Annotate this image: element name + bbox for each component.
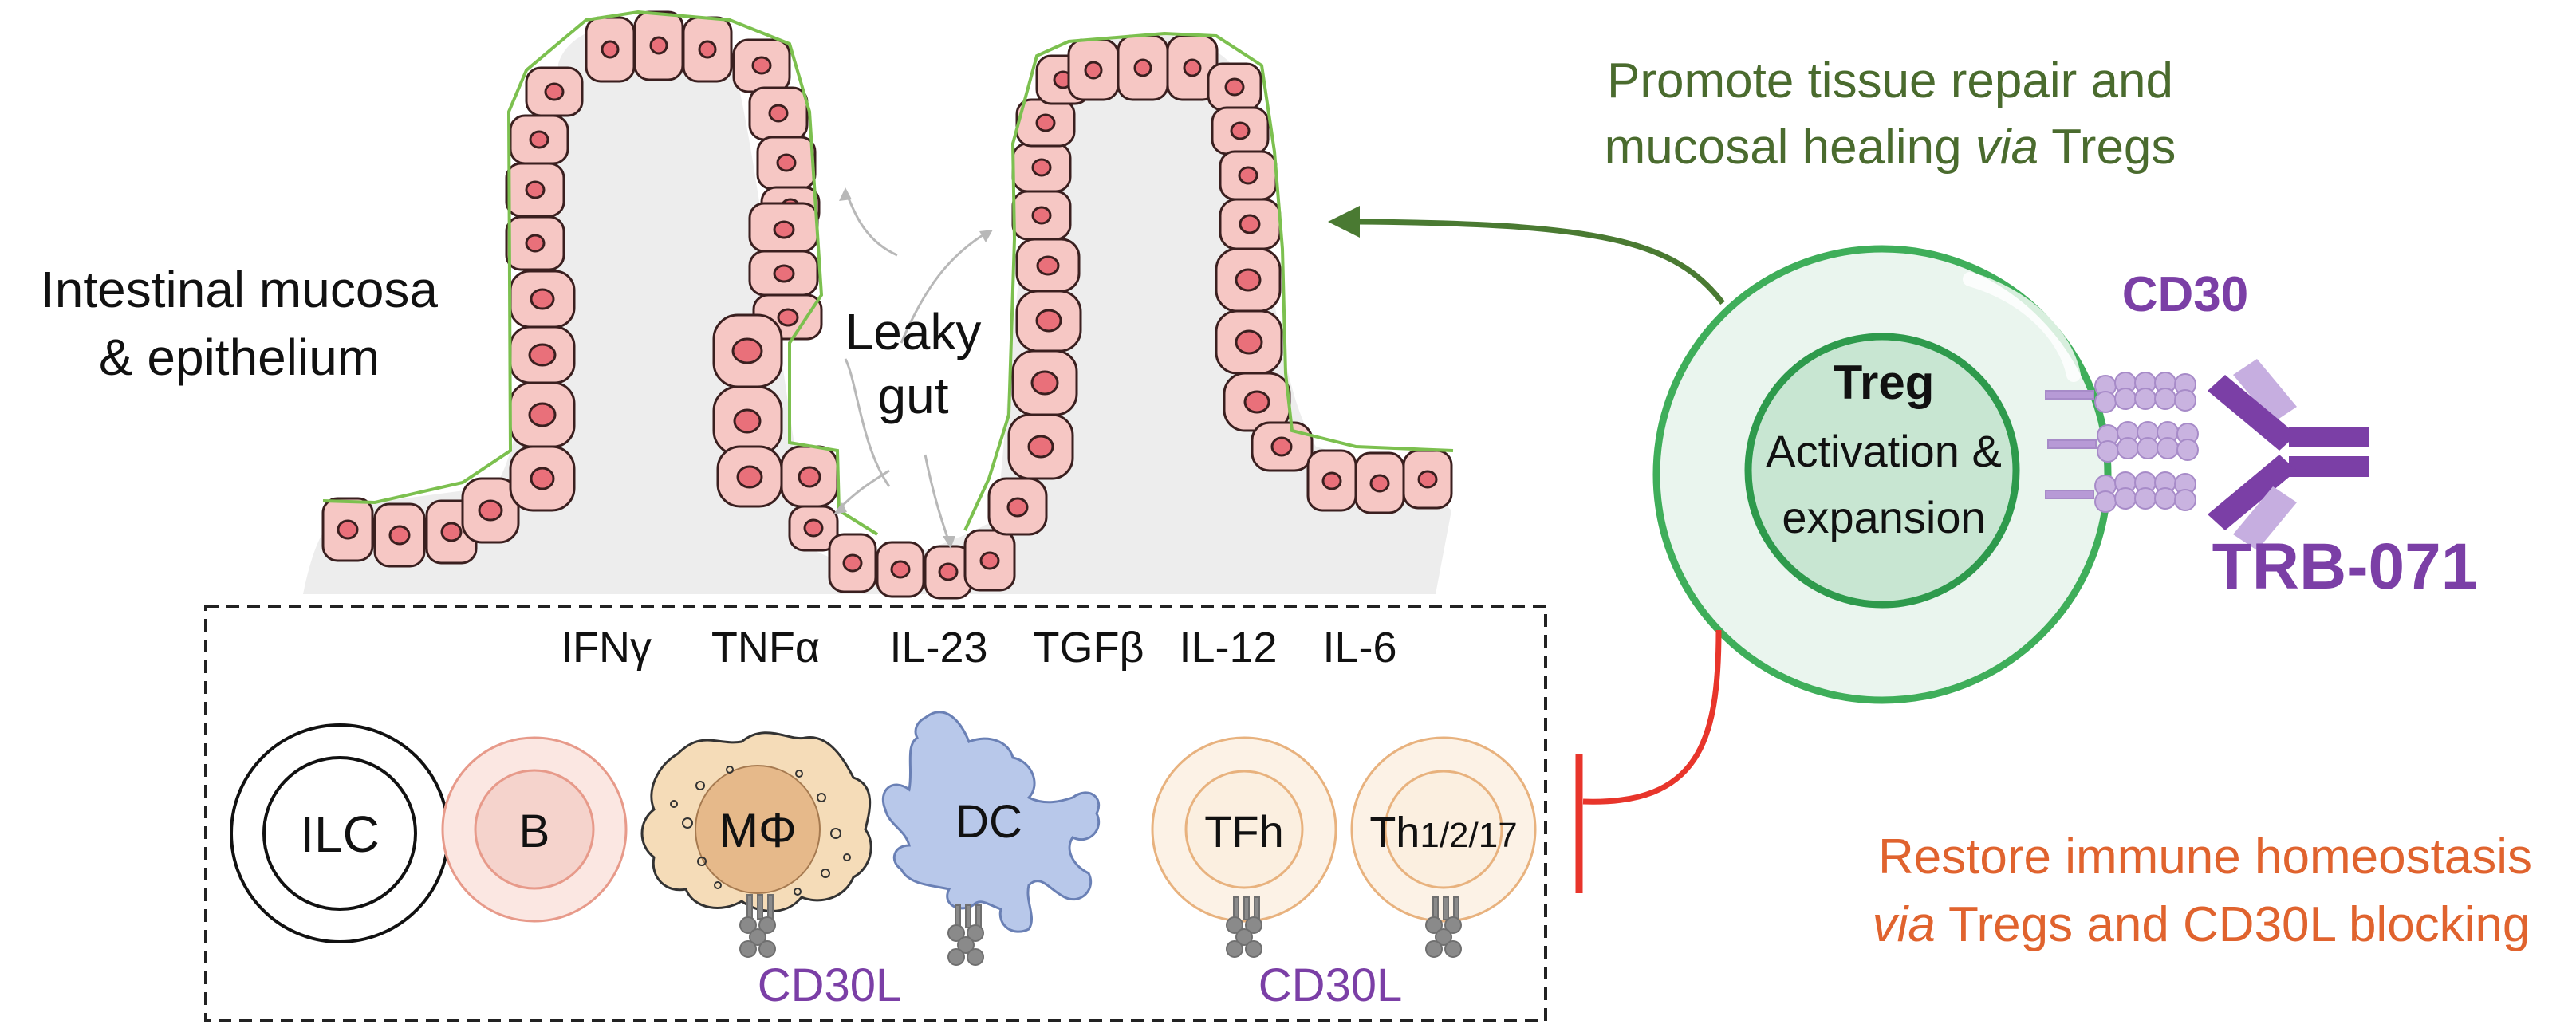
mucosa-label-line1: Intestinal mucosa [41,261,438,318]
b-cell-label: B [519,806,550,857]
cytokine-5: IL-12 [1179,624,1277,672]
repair-line2: mucosal healing via Tregs [1605,120,2176,175]
repair-line2-via: via [1975,120,2038,175]
treg-title: Treg [1834,356,1935,409]
mucosa-label-line2: & epithelium [99,329,380,386]
repair-line1: Promote tissue repair and [1607,53,2173,108]
b-cell: B [441,736,628,923]
cd30l-ligand-macrophage [739,894,776,958]
leak-arrowhead-4 [833,502,847,514]
cd30-receptors [2045,372,2199,513]
homeostasis-line1: Restore immune homeostasis [1878,829,2532,884]
epithelial-cells-valley [828,529,1016,600]
repair-line2-post: Tregs [2038,120,2176,175]
dendritic-cell: DC [881,711,1101,933]
repair-arrow [1355,219,1725,305]
brush-border-right [963,31,1454,531]
ilc-label: ILC [300,806,380,863]
cytokine-4: TGFβ [1033,624,1144,672]
inhibition-line [1582,629,1722,805]
th-cell: Th1/2/17 [1350,736,1537,923]
leak-arrow-2 [844,191,898,257]
cd30-receptor-3 [2045,471,2196,513]
leak-arrow-4 [924,454,951,543]
cd30-receptor-1 [2045,372,2196,413]
homeostasis-line2-via: via [1873,897,1936,952]
cd30l-ligand-tfh [1226,896,1262,958]
brush-border-left [322,10,879,536]
treg-activation: Activation & [1766,426,2002,476]
leak-arrow-1 [844,358,891,487]
macrophage-label: MΦ [719,804,797,857]
leakage-arrowheads [833,187,993,549]
cytokine-3: IL-23 [889,624,987,672]
antibody-icon [2208,359,2369,550]
repair-line2-pre: mucosal healing [1605,120,1975,175]
treg-nucleus [1744,333,2020,609]
epithelial-cells-right [987,34,1453,536]
leaky-gut-line1: Leaky [845,303,982,360]
cd30l-ligand-th [1425,896,1462,958]
leak-arrowhead-1 [839,187,852,201]
cytokine-2: TNFα [711,624,820,672]
ilc-cell: ILC [230,723,450,943]
treg-highlight [1963,272,2081,382]
th-label: Th1/2/17 [1369,809,1517,857]
cd30l-ligand-dc [947,904,984,966]
leaky-gut-line2: gut [878,367,949,424]
treg-cell: Treg Activation & expansion [1652,245,2112,704]
cd30-receptor-2 [2047,421,2199,463]
repair-arrowhead [1328,206,1360,238]
tfh-cell: TFh [1151,736,1337,923]
cd30-label: CD30 [2122,267,2249,322]
cd30l-ligands [739,894,1462,966]
antibody-label: TRB-071 [2212,530,2478,603]
leak-arrow-3 [900,230,990,344]
epithelium [321,10,1454,600]
treg-expansion: expansion [1782,492,1985,542]
leak-arrowhead-3 [943,536,955,549]
dc-label: DC [955,796,1022,848]
epithelial-cells-left [321,10,839,568]
th-label-sub: 1/2/17 [1420,816,1517,855]
cytokine-row: IFNγ TNFα IL-23 TGFβ IL-12 IL-6 [561,624,1397,672]
homeostasis-line2: via Tregs and CD30L blocking [1873,897,2531,952]
tfh-label: TFh [1204,806,1284,857]
cd30l-label-2: CD30L [1258,959,1403,1011]
mucosa-background [303,22,1451,594]
th-label-main: Th [1369,809,1420,857]
leak-arrow-5 [836,469,890,512]
cd30l-label-1: CD30L [758,959,902,1011]
homeostasis-line2-post: Tregs and CD30L blocking [1936,897,2531,952]
leak-arrowhead-2 [979,230,993,242]
macrophage-cell: MΦ [640,731,872,912]
cytokine-6: IL-6 [1322,624,1396,672]
cytokine-1: IFNγ [561,624,652,672]
